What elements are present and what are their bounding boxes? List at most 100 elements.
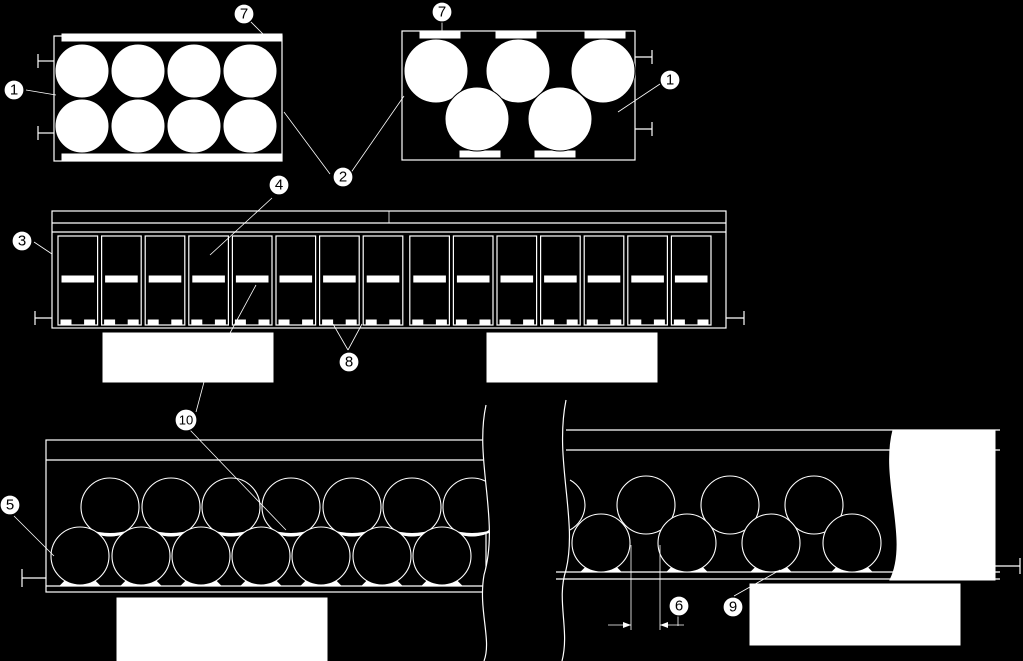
roll-lower	[291, 526, 351, 586]
roll-upper	[616, 475, 676, 535]
divider-plate	[105, 275, 138, 283]
divider-plate	[631, 275, 664, 283]
support-block-left	[102, 332, 274, 383]
divider-plate	[323, 275, 356, 283]
foot-pad	[697, 319, 709, 325]
compartment	[57, 235, 99, 326]
valve-icon	[34, 311, 745, 325]
foot-pad	[258, 319, 270, 325]
roll-lower	[412, 526, 472, 586]
callout-7-left: 7	[233, 3, 255, 25]
support-block-bottom-left	[116, 597, 328, 661]
foot-pad	[345, 319, 357, 325]
svg-text:8: 8	[345, 354, 353, 371]
break-lines	[481, 399, 571, 661]
divider-plate	[500, 275, 534, 283]
roll-lower	[657, 513, 717, 573]
foot-pad	[630, 319, 642, 325]
compartment	[409, 235, 450, 326]
support-block-bottom-right	[749, 583, 961, 646]
dimension-6	[608, 545, 684, 630]
svg-text:7: 7	[240, 6, 248, 23]
compartment	[583, 235, 625, 326]
bottom-right-section	[556, 429, 1021, 646]
divider-plate	[235, 275, 269, 283]
middle-container	[34, 210, 745, 383]
foot-pad	[234, 319, 246, 325]
compartment	[188, 235, 230, 326]
foot-pad	[365, 319, 377, 325]
compartment	[539, 235, 581, 326]
svg-text:10: 10	[179, 413, 193, 428]
foot-pad	[60, 319, 72, 325]
callout-1-left: 1	[3, 79, 25, 101]
divider-plate	[544, 275, 577, 283]
compartment	[231, 235, 273, 326]
roll-upper	[201, 477, 261, 537]
compartment	[362, 235, 404, 326]
compartment	[496, 235, 538, 326]
divider-plate	[674, 275, 708, 283]
compartment	[452, 235, 494, 326]
divider-plate	[61, 275, 95, 283]
compartment	[275, 235, 317, 326]
valve-icon	[635, 50, 653, 136]
roll-upper	[784, 475, 844, 535]
callout-2: 2	[332, 166, 354, 188]
foot-pad	[435, 319, 447, 325]
foot-pad	[673, 319, 685, 325]
support-block-right	[486, 332, 658, 383]
callout-3: 3	[11, 230, 33, 252]
divider-plate	[587, 275, 621, 283]
foot-pad	[566, 319, 578, 325]
bottom-plate	[61, 153, 283, 162]
callout-4: 4	[268, 174, 290, 196]
callout-6: 6	[668, 595, 690, 617]
roll-lower	[231, 526, 291, 586]
roll-lower	[111, 526, 171, 586]
compartment	[319, 235, 360, 326]
svg-text:9: 9	[729, 599, 737, 616]
foot-pad	[322, 319, 334, 325]
compartment	[670, 235, 712, 326]
roll-upper	[141, 477, 201, 537]
end-cap	[889, 429, 996, 581]
roll-lower	[50, 526, 110, 586]
compartment	[144, 235, 186, 326]
svg-text:1: 1	[10, 82, 18, 99]
roll-lower	[171, 526, 231, 586]
valve-icon	[21, 569, 46, 587]
foot-pad	[302, 319, 314, 325]
svg-text:4: 4	[275, 177, 283, 194]
divider-plate	[366, 275, 400, 283]
callout-5: 5	[0, 494, 21, 516]
callout-10: 10	[174, 408, 198, 432]
foot-pad	[389, 319, 401, 325]
bottom-left-section	[21, 439, 502, 661]
svg-text:1: 1	[666, 72, 674, 89]
top-plate	[61, 33, 283, 42]
roll-lower	[741, 513, 801, 573]
valve-icon	[995, 558, 1021, 574]
foot-pad	[104, 319, 116, 325]
valve-icon	[37, 54, 54, 140]
roll-upper	[382, 477, 442, 537]
svg-text:7: 7	[438, 4, 446, 21]
divider-plate	[192, 275, 225, 283]
foot-pad	[455, 319, 467, 325]
callout-7-right: 7	[431, 1, 453, 23]
foot-pad	[543, 319, 555, 325]
divider-plate	[456, 275, 490, 283]
compartment	[100, 235, 142, 326]
top-right-cross-section	[401, 30, 653, 161]
foot-pad	[147, 319, 159, 325]
foot-pad	[479, 319, 491, 325]
compartment	[627, 235, 668, 326]
roll-upper	[261, 477, 321, 537]
roll-lower	[352, 526, 412, 586]
foot-pad	[84, 319, 96, 325]
svg-text:5: 5	[6, 497, 14, 514]
foot-pad	[278, 319, 290, 325]
callout-8: 8	[338, 351, 360, 373]
divider-plate	[279, 275, 313, 283]
